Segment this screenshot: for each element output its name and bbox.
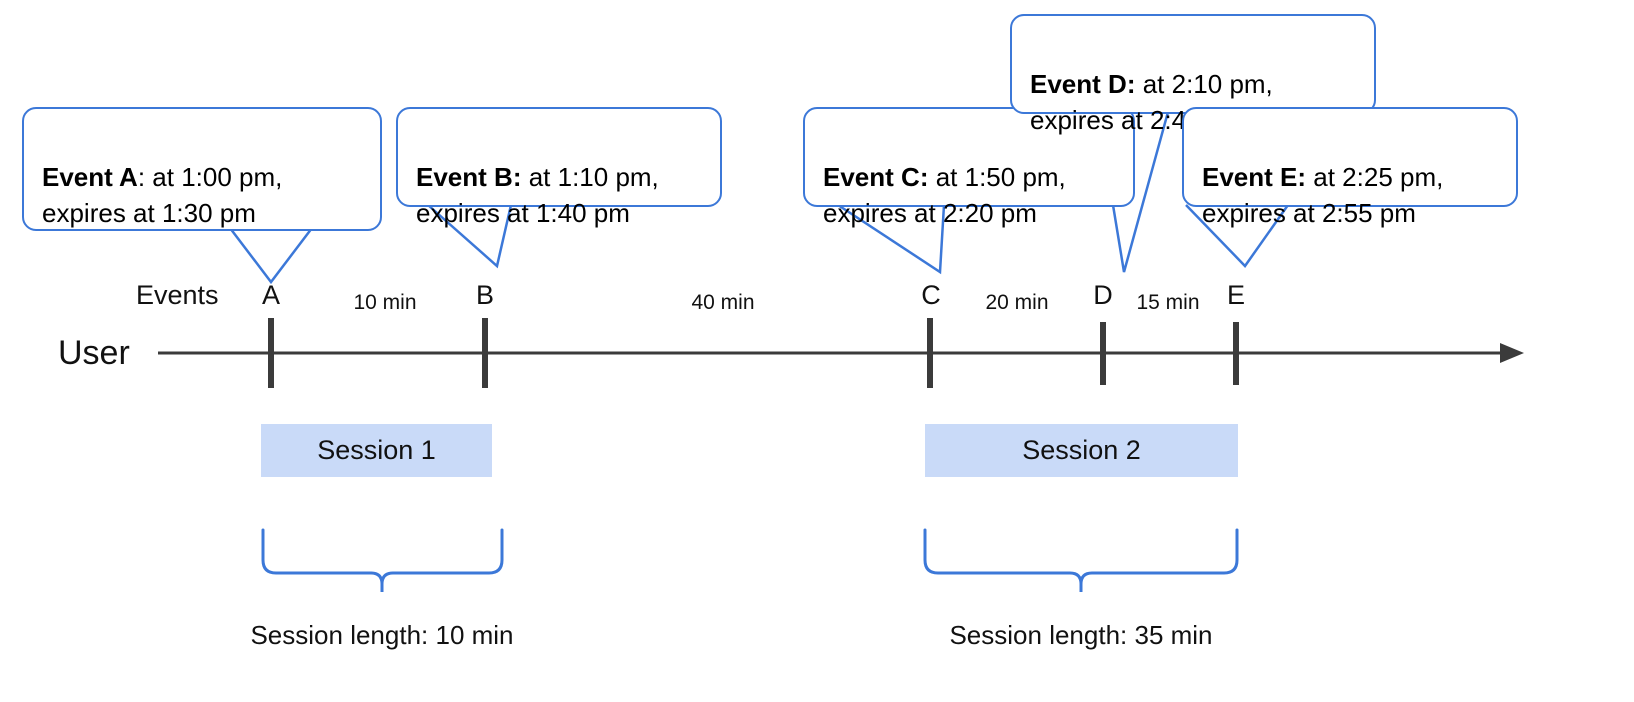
callout-event-e-sep: :: [1297, 162, 1307, 192]
callout-event-b[interactable]: Event B: at 1:10 pm, expires at 1:40 pm: [396, 107, 722, 228]
session-length-2: Session length: 35 min: [949, 620, 1213, 650]
callout-event-a[interactable]: Event A: at 1:00 pm, expires at 1:30 pm: [22, 107, 382, 231]
brace-session-2: [923, 528, 1239, 592]
callout-event-b-sep: :: [512, 162, 522, 192]
callout-tail-c: [837, 203, 946, 275]
callout-event-c-sep: :: [919, 162, 929, 192]
session-bar-2[interactable]: Session 2: [925, 424, 1238, 477]
events-caption: Events: [136, 280, 219, 310]
callout-event-d[interactable]: Event D: at 2:10 pm, expires at 2:40 pm: [1010, 14, 1376, 135]
callout-event-e[interactable]: Event E: at 2:25 pm, expires at 2:55 pm: [1182, 107, 1518, 228]
callout-event-d-title: Event D: [1030, 69, 1127, 99]
callout-event-b-detail: at 1:10 pm, expires at 1:40 pm: [416, 162, 659, 228]
event-ticks: [268, 318, 1239, 388]
callout-event-e-title: Event E: [1202, 162, 1298, 192]
event-tick-label-a: A: [261, 280, 280, 310]
callout-event-d-sep: :: [1126, 69, 1136, 99]
callout-event-c-detail: at 1:50 pm, expires at 2:20 pm: [823, 162, 1066, 228]
gap-label-c-d: 20 min: [985, 291, 1049, 314]
lane-label-user: User: [58, 334, 130, 372]
session-bar-1[interactable]: Session 1: [261, 424, 492, 477]
callout-event-b-text: Event B: at 1:10 pm, expires at 1:40 pm: [416, 123, 706, 231]
timeline-axis: [158, 343, 1524, 363]
callout-event-a-detail: at 1:00 pm, expires at 1:30 pm: [42, 162, 283, 228]
callout-tail-a: [229, 227, 313, 285]
event-tick-label-d: D: [1093, 280, 1113, 310]
gap-label-d-e: 15 min: [1136, 291, 1200, 314]
callout-event-c-text: Event C: at 1:50 pm, expires at 2:20 pm: [823, 123, 1119, 231]
gap-label-a-b: 10 min: [353, 291, 417, 314]
axis-arrowhead: [1500, 343, 1524, 363]
callout-event-a-text: Event A: at 1:00 pm, expires at 1:30 pm: [42, 123, 366, 231]
callout-event-e-detail: at 2:25 pm, expires at 2:55 pm: [1202, 162, 1444, 228]
brace-session-1: [261, 528, 504, 592]
event-tick-label-e: E: [1226, 280, 1245, 310]
callout-event-c-title: Event C: [823, 162, 920, 192]
session-length-1: Session length: 10 min: [250, 620, 514, 650]
gap-label-b-c: 40 min: [691, 291, 755, 314]
event-tick-label-c: C: [921, 280, 941, 310]
callout-tail-e: [1185, 204, 1290, 268]
callout-event-a-sep: :: [137, 162, 146, 192]
callout-tail-b: [427, 204, 513, 269]
callout-tail-d: [1111, 111, 1170, 273]
event-tick-label-b: B: [475, 280, 494, 310]
callout-event-a-title: Event A: [42, 162, 138, 192]
callout-event-b-title: Event B: [416, 162, 513, 192]
callout-event-c[interactable]: Event C: at 1:50 pm, expires at 2:20 pm: [803, 107, 1135, 228]
callout-event-e-text: Event E: at 2:25 pm, expires at 2:55 pm: [1202, 123, 1502, 231]
